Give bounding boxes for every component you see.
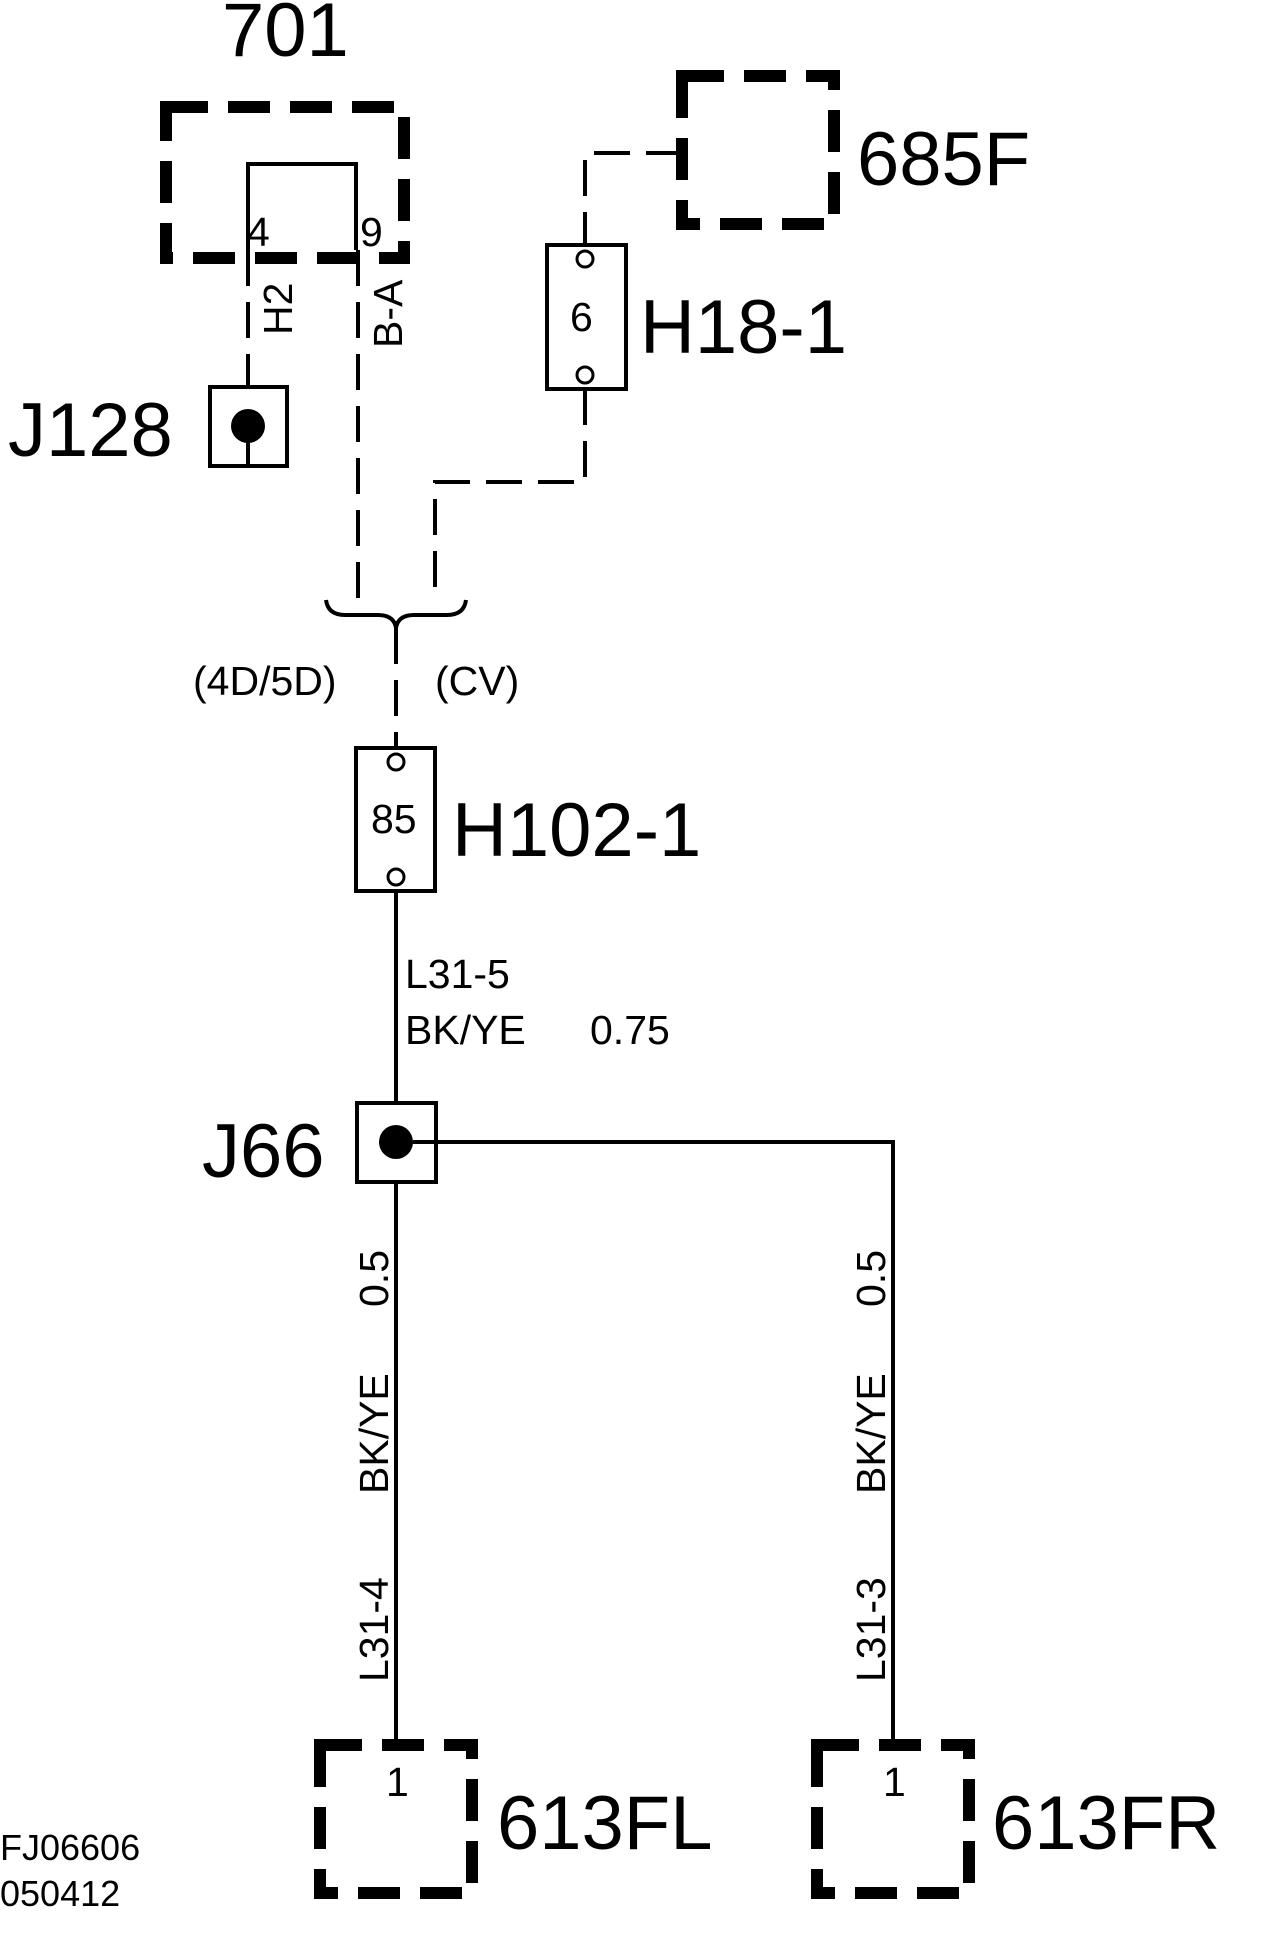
component-701-outline [160, 101, 410, 264]
component-701: 701 4 9 [160, 0, 410, 264]
component-613fr-pin: 1 [883, 1759, 906, 1805]
internal-link-701 [246, 162, 358, 250]
connector-h18-1-pin-bottom [575, 365, 595, 385]
connector-h18-1-pin: 6 [570, 294, 593, 340]
component-613fr-outline [811, 1739, 975, 1899]
component-613fr: 1 613FR [811, 1739, 1220, 1899]
splice-j128-dot [231, 409, 265, 443]
variant-brace [324, 599, 468, 629]
connector-h102-1-pin-bottom [386, 867, 406, 887]
wire-l31-3-code: L31-3 [848, 1577, 894, 1682]
wire-l31-4-spec: BK/YE [351, 1373, 397, 1494]
wire-l31-4-size: 0.5 [351, 1250, 397, 1307]
drawing-date: 050412 [0, 1873, 120, 1914]
connector-h102-1-pin: 85 [371, 796, 417, 842]
connector-h18-1-pin-top [575, 249, 595, 269]
connector-h102-1: 85 H102-1 [354, 746, 701, 893]
component-701-pin-9: 9 [360, 209, 383, 255]
splice-j128-label: J128 [8, 388, 173, 473]
wire-685f-to-h18 [583, 151, 682, 250]
connector-h102-1-label: H102-1 [452, 788, 701, 873]
splice-j66-dot [379, 1125, 413, 1159]
wire-l31-5-size: 0.75 [590, 1007, 670, 1053]
wire-l31-3-spec: BK/YE [848, 1373, 894, 1494]
connector-h18-1-label: H18-1 [640, 285, 847, 370]
wire-l31-5-spec: BK/YE [405, 1007, 526, 1053]
variant-right-label: (CV) [435, 658, 519, 704]
drawing-number: FJ06606 [0, 1827, 140, 1868]
wire-l31-4-code: L31-4 [351, 1577, 397, 1682]
component-685f-outline [676, 70, 840, 230]
component-613fl-pin: 1 [386, 1759, 409, 1805]
component-613fl-label: 613FL [497, 1781, 713, 1866]
splice-j66: J66 [202, 1101, 438, 1194]
wire-h2-label: H2 [255, 283, 301, 335]
wire-l31-3-size: 0.5 [848, 1250, 894, 1307]
wire-l31-3 [413, 1140, 895, 1742]
component-685f-label: 685F [857, 117, 1030, 202]
wire-h18-to-branch [433, 389, 587, 598]
splice-j66-label: J66 [202, 1109, 325, 1194]
component-613fl: 1 613FL [314, 1739, 713, 1899]
variant-left-label: (4D/5D) [193, 658, 337, 704]
wire-b-a-label: B-A [365, 279, 411, 348]
component-613fr-label: 613FR [992, 1781, 1220, 1866]
component-685f: 685F [676, 70, 1030, 230]
wire-l31-5-code: L31-5 [405, 951, 510, 997]
component-701-pin-4: 4 [247, 209, 270, 255]
component-613fl-outline [314, 1739, 478, 1899]
connector-h102-1-body [354, 746, 437, 893]
splice-j128: J128 [8, 385, 289, 473]
component-701-label: 701 [222, 0, 349, 73]
connector-h102-1-pin-top [386, 752, 406, 772]
connector-h18-1: 6 H18-1 [545, 243, 847, 391]
